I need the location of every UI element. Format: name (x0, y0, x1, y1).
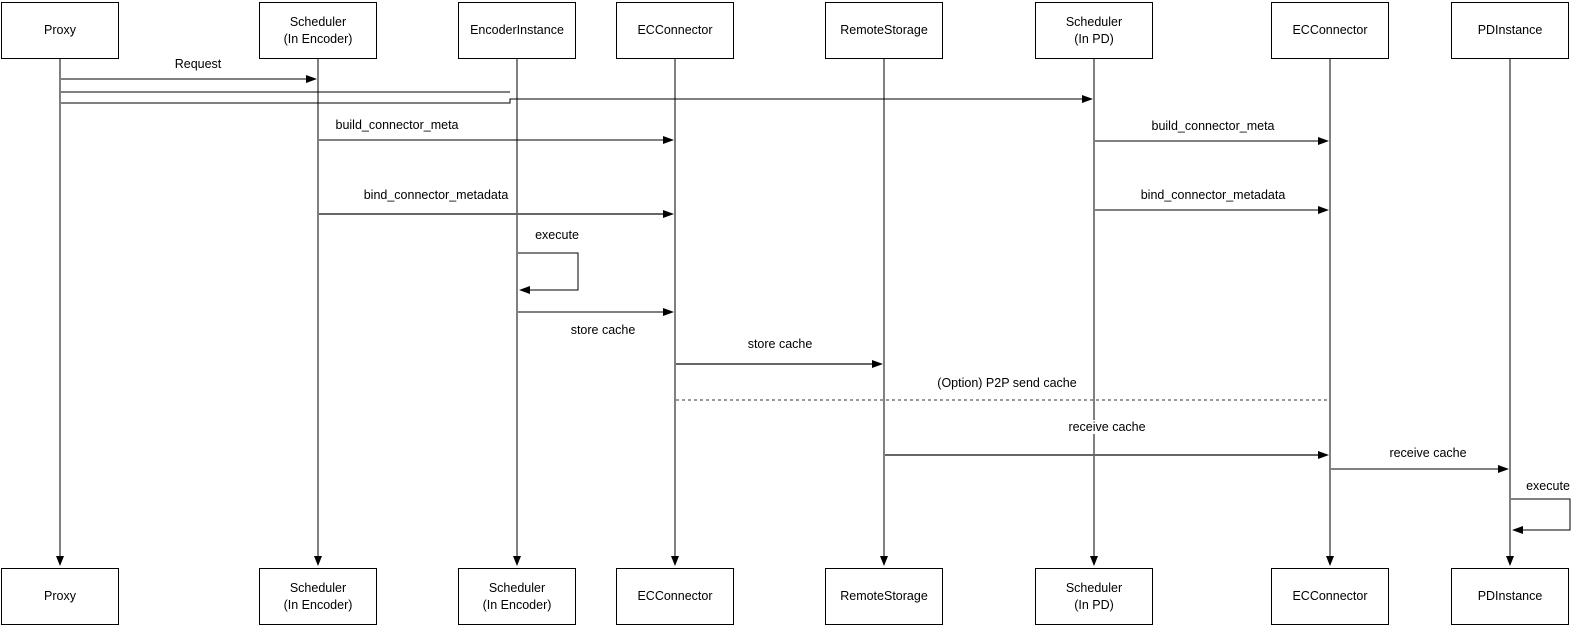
encoder-instance-bottom-box: Scheduler (In Encoder) (458, 568, 576, 625)
proxy-top-box: Proxy (1, 2, 119, 59)
bind-connector-metadata-pd-arrowhead (1318, 206, 1329, 214)
proxy-lifeline-arrowhead (56, 556, 64, 566)
remote-storage-bottom-box: RemoteStorage (825, 568, 943, 625)
remote-storage-top-box: RemoteStorage (825, 2, 943, 59)
ec-connector-encoder-lifeline-arrowhead (671, 556, 679, 566)
execute-encoder-label: execute (533, 228, 581, 242)
request-arrowhead (306, 75, 317, 83)
store-cache-remote-arrowhead (872, 360, 883, 368)
execute-pd-label: execute (1524, 479, 1572, 493)
bind-connector-metadata-enc-arrowhead (663, 210, 674, 218)
bind-connector-metadata-pd-label: bind_connector_metadata (1138, 188, 1288, 202)
receive-cache-ec-arrowhead (1318, 451, 1329, 459)
forward-request-arrowhead (1082, 95, 1093, 103)
scheduler-encoder-bottom-box: Scheduler (In Encoder) (259, 568, 377, 625)
encoder-instance-top-box: EncoderInstance (458, 2, 576, 59)
scheduler-pd-top-box: Scheduler (In PD) (1035, 2, 1153, 59)
store-cache-remote-label: store cache (745, 337, 815, 351)
scheduler-pd-lifeline-arrowhead (1090, 556, 1098, 566)
p2p-send-cache-label: (Option) P2P send cache (935, 376, 1079, 390)
execute-pd-loop (1511, 498, 1571, 531)
pd-instance-lifeline-arrowhead (1506, 556, 1514, 566)
request-label: Request (172, 57, 224, 71)
proxy-bottom-box: Proxy (1, 568, 119, 625)
scheduler-pd-bottom-box: Scheduler (In PD) (1035, 568, 1153, 625)
pd-instance-top-box: PDInstance (1451, 2, 1569, 59)
execute-pd-arrowhead (1512, 526, 1523, 534)
bind-connector-metadata-enc-label: bind_connector_metadata (361, 188, 511, 202)
ec-connector-pd-bottom-box: ECConnector (1271, 568, 1389, 625)
scheduler-encoder-top-box: Scheduler (In Encoder) (259, 2, 377, 59)
forward-request-line (61, 98, 1085, 104)
build-connector-meta-enc-arrowhead (663, 136, 674, 144)
encoder-instance-lifeline-arrowhead (513, 556, 521, 566)
build-connector-meta-pd-label: build_connector_meta (1149, 119, 1277, 133)
scheduler-encoder-lifeline-arrowhead (314, 556, 322, 566)
remote-storage-lifeline-arrowhead (880, 556, 888, 566)
ec-connector-encoder-top-box: ECConnector (616, 2, 734, 59)
receive-cache-ec-label: receive cache (1066, 420, 1148, 434)
pd-instance-bottom-box: PDInstance (1451, 568, 1569, 625)
receive-cache-pd-arrowhead (1498, 465, 1509, 473)
ec-connector-pd-top-box: ECConnector (1271, 2, 1389, 59)
receive-cache-pd-label: receive cache (1387, 446, 1469, 460)
ec-connector-encoder-bottom-box: ECConnector (616, 568, 734, 625)
store-cache-ec-label: store cache (568, 323, 638, 337)
execute-encoder-arrowhead (519, 286, 530, 294)
build-connector-meta-pd-arrowhead (1318, 137, 1329, 145)
ec-connector-pd-lifeline-arrowhead (1326, 556, 1334, 566)
execute-encoder-loop (518, 252, 579, 291)
store-cache-ec-arrowhead (663, 308, 674, 316)
build-connector-meta-enc-label: build_connector_meta (333, 118, 461, 132)
